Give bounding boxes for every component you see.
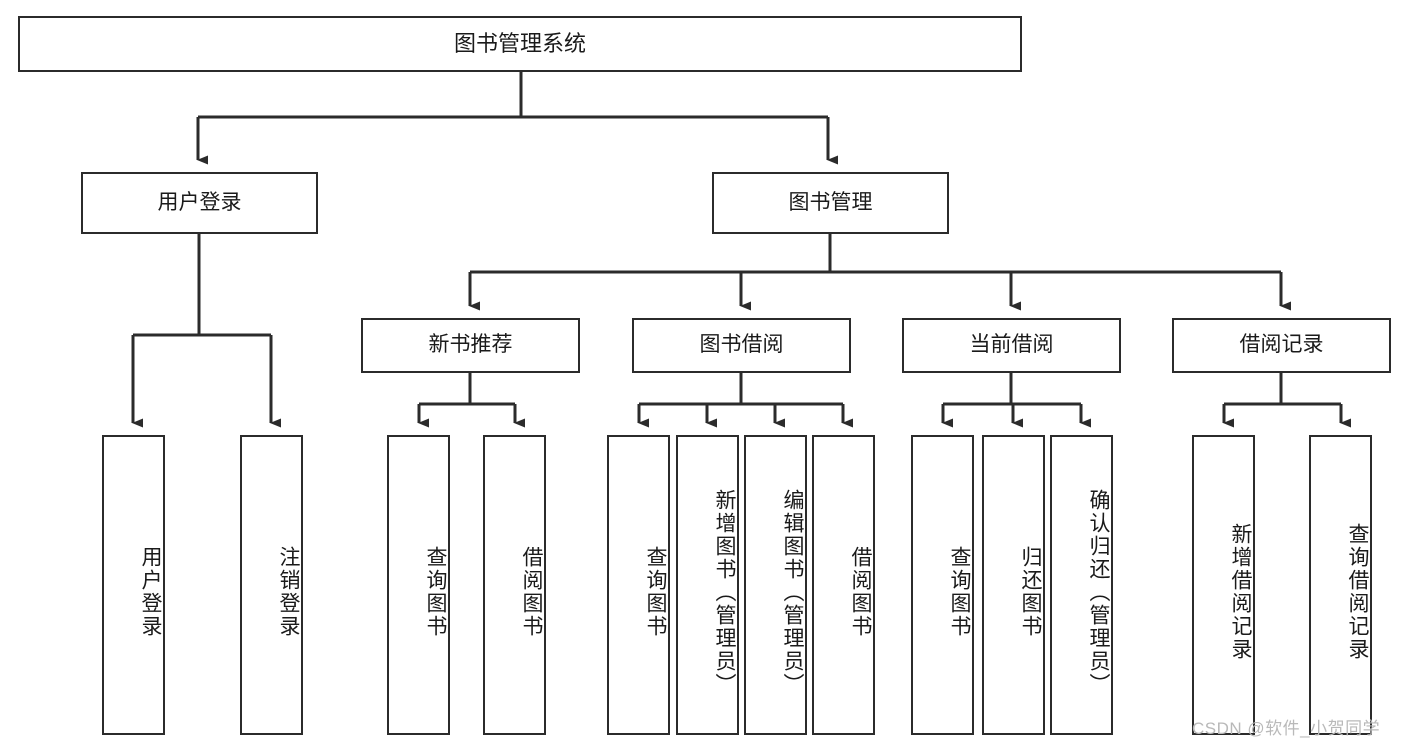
node-borrow-record[interactable]: 借阅记录 [1172,318,1391,373]
node-leaf-borrow-book-2[interactable]: 借阅图书 [812,435,875,735]
node-root-label: 图书管理系统 [453,31,586,57]
node-new-book-recommend-label: 新书推荐 [428,333,513,357]
watermark-text: CSDN @软件_小贺同学 [1192,719,1381,738]
node-current-borrow-label: 当前借阅 [969,333,1054,357]
node-leaf-return-book[interactable]: 归还图书 [982,435,1045,735]
node-leaf-query-book-3-label: 查询图书 [948,546,971,638]
node-leaf-add-book-label: 新增图书（管理员） [713,488,736,696]
node-leaf-logout[interactable]: 注销登录 [240,435,303,735]
node-leaf-user-login-label: 用户登录 [139,546,162,638]
node-leaf-borrow-book-1-label: 借阅图书 [520,546,543,638]
node-root[interactable]: 图书管理系统 [18,16,1022,72]
node-leaf-user-login[interactable]: 用户登录 [102,435,165,735]
node-user-login[interactable]: 用户登录 [81,172,318,234]
node-new-book-recommend[interactable]: 新书推荐 [361,318,580,373]
node-borrow-record-label: 借阅记录 [1239,333,1324,357]
node-leaf-query-book-2-label: 查询图书 [644,546,667,638]
node-leaf-query-record[interactable]: 查询借阅记录 [1309,435,1372,735]
node-leaf-borrow-book-2-label: 借阅图书 [849,546,872,638]
node-book-borrow-label: 图书借阅 [699,333,784,357]
node-current-borrow[interactable]: 当前借阅 [902,318,1121,373]
node-leaf-add-record[interactable]: 新增借阅记录 [1192,435,1255,735]
node-leaf-query-record-label: 查询借阅记录 [1346,523,1369,661]
node-leaf-query-book-2[interactable]: 查询图书 [607,435,670,735]
node-leaf-add-book[interactable]: 新增图书（管理员） [676,435,739,735]
node-book-borrow[interactable]: 图书借阅 [632,318,851,373]
node-leaf-edit-book-label: 编辑图书（管理员） [781,488,804,696]
node-leaf-borrow-book-1[interactable]: 借阅图书 [483,435,546,735]
node-leaf-return-book-label: 归还图书 [1019,546,1042,638]
node-leaf-query-book-1[interactable]: 查询图书 [387,435,450,735]
node-leaf-query-book-3[interactable]: 查询图书 [911,435,974,735]
node-leaf-confirm-return-label: 确认归还（管理员） [1087,488,1110,696]
node-user-login-label: 用户登录 [157,190,242,214]
node-book-manage[interactable]: 图书管理 [712,172,949,234]
node-leaf-query-book-1-label: 查询图书 [424,546,447,638]
node-leaf-confirm-return[interactable]: 确认归还（管理员） [1050,435,1113,735]
node-leaf-edit-book[interactable]: 编辑图书（管理员） [744,435,807,735]
node-leaf-logout-label: 注销登录 [277,546,300,638]
node-leaf-add-record-label: 新增借阅记录 [1229,523,1252,661]
node-book-manage-label: 图书管理 [788,190,873,214]
